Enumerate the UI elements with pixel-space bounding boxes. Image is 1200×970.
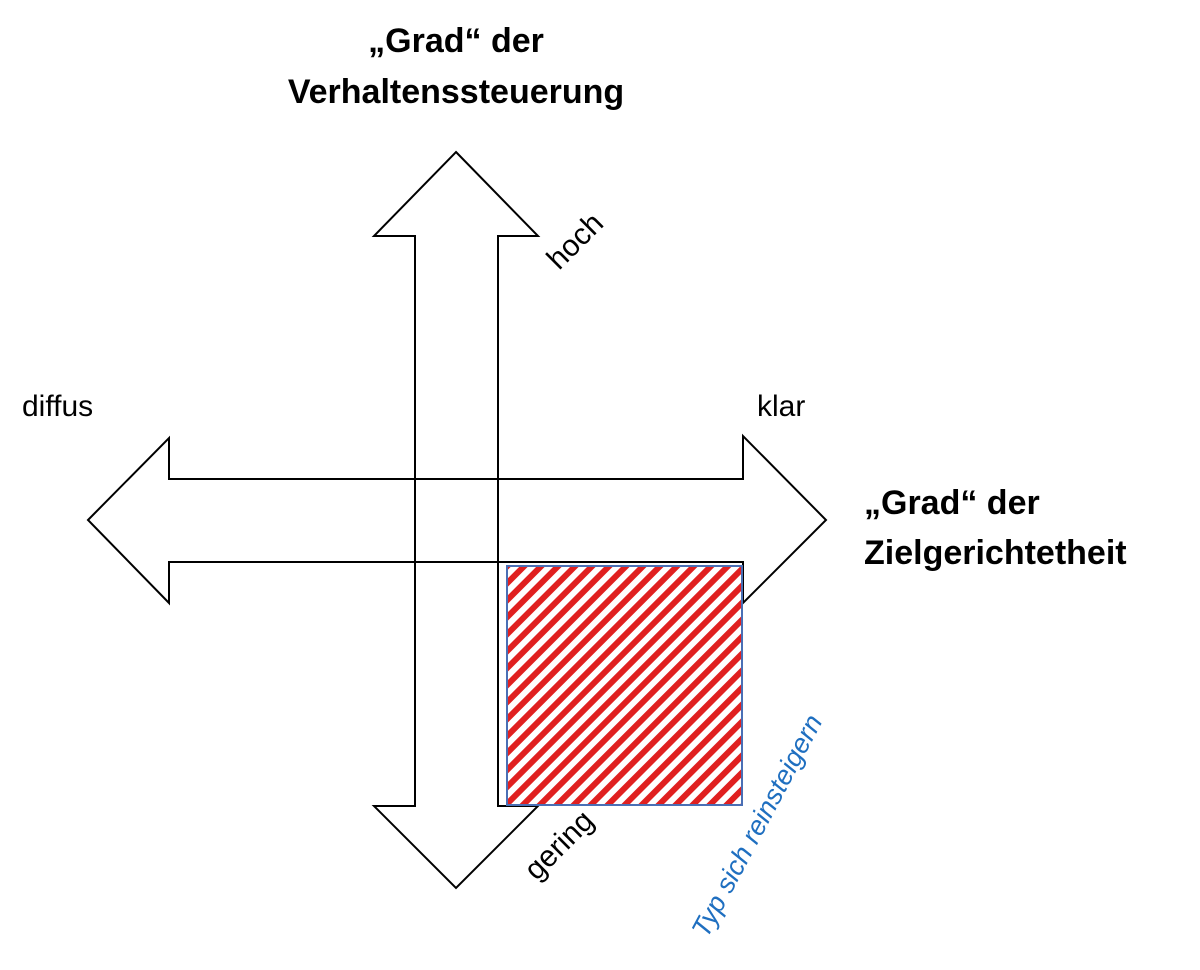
highlight-quadrant	[506, 565, 743, 806]
horizontal-axis-arrow	[86, 433, 828, 606]
horizontal-axis-title-line2: Zielgerichtetheit	[864, 534, 1127, 572]
vertical-axis-title-line1: „Grad“ der	[368, 22, 544, 60]
vertical-axis-title-line2: Verhaltenssteuerung	[288, 73, 624, 111]
vertical-axis-low-label: gering	[518, 804, 600, 886]
horizontal-axis-right-label: klar	[757, 390, 805, 423]
horizontal-axis-title-line1: „Grad“ der	[864, 484, 1040, 522]
vertical-axis-high-label: hoch	[541, 207, 610, 276]
horizontal-axis-left-label: diffus	[22, 390, 93, 423]
